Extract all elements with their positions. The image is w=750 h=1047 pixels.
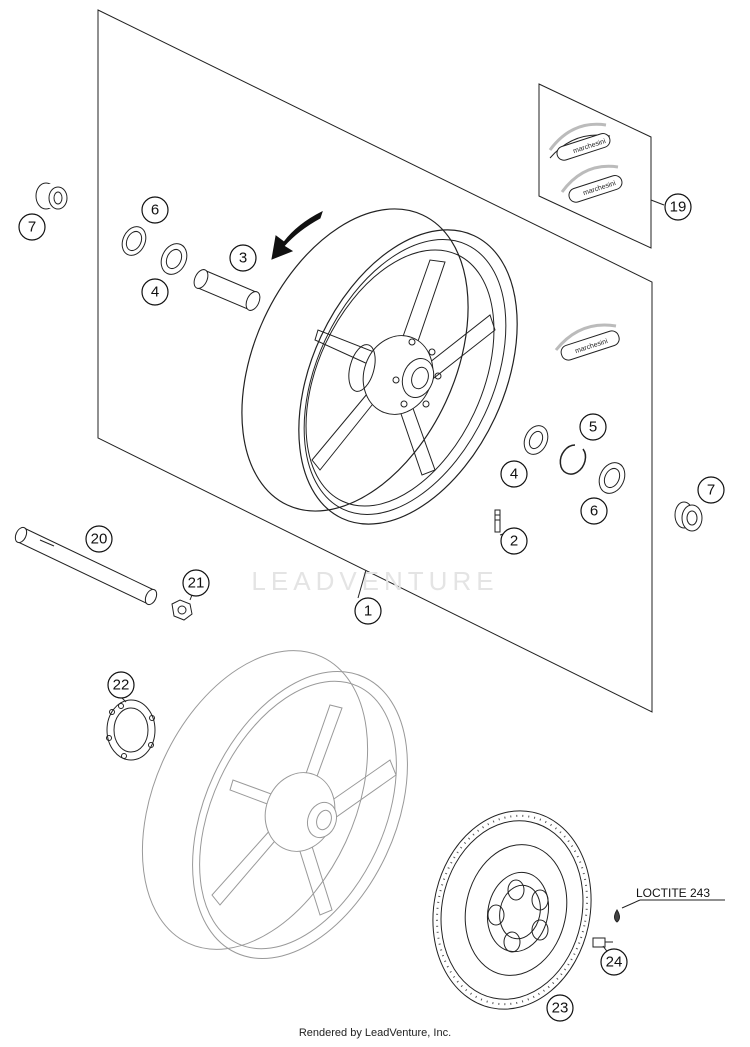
callout-5[interactable]: 5	[579, 413, 607, 441]
callout-23[interactable]: 23	[546, 994, 574, 1022]
speedometer-drive	[106, 699, 156, 761]
callout-20-label: 20	[91, 531, 108, 548]
callout-22[interactable]: 22	[107, 671, 135, 699]
callout-23-label: 23	[552, 1000, 569, 1017]
callout-4a-label: 4	[151, 284, 159, 301]
callout-7a-label: 7	[28, 219, 36, 236]
callout-20[interactable]: 20	[85, 525, 113, 553]
callout-4a[interactable]: 4	[141, 278, 169, 306]
circlip	[559, 444, 587, 475]
wheel-spindle	[14, 526, 158, 606]
spacer-bushing-right	[674, 501, 703, 532]
callout-19[interactable]: 19	[664, 193, 692, 221]
callout-6a[interactable]: 6	[141, 196, 169, 224]
axle-nut	[171, 599, 193, 621]
callout-2-label: 2	[510, 533, 518, 550]
callout-24-label: 24	[606, 954, 623, 971]
callouts: 1 2 3 4 4 5 6 6 7 7 19 20 21 22 23 24	[18, 193, 725, 1022]
rim-decal: marchesini	[554, 323, 620, 361]
callout-6b-label: 6	[590, 503, 598, 520]
callout-3[interactable]: 3	[229, 244, 257, 272]
loctite-label: LOCTITE 243	[636, 886, 710, 900]
brake-disc	[432, 810, 592, 1010]
callout-19-label: 19	[670, 199, 687, 216]
rotation-arrow	[271, 211, 323, 260]
footer-credit: Rendered by LeadVenture, Inc.	[298, 1027, 452, 1039]
decal-sheet-panel	[538, 83, 652, 249]
callout-7b[interactable]: 7	[697, 476, 725, 504]
front-wheel-lower	[141, 650, 408, 959]
loctite-drop-icon	[614, 909, 620, 923]
callout-22-label: 22	[113, 677, 130, 694]
decal-sheet: marchesini marchesini	[548, 122, 623, 203]
callout-7a[interactable]: 7	[18, 213, 46, 241]
callout-1-label: 1	[364, 603, 372, 620]
callout-4b[interactable]: 4	[500, 460, 528, 488]
front-wheel-upper	[241, 208, 518, 525]
callout-4b-label: 4	[510, 466, 518, 483]
callout-5-label: 5	[589, 419, 597, 436]
bearing-left	[160, 243, 188, 275]
disc-screw	[592, 937, 613, 948]
bearing-right	[523, 425, 549, 455]
callout-2[interactable]: 2	[500, 527, 528, 555]
callout-21[interactable]: 21	[182, 569, 210, 597]
callout-21-label: 21	[188, 575, 205, 592]
callout-3-label: 3	[239, 250, 247, 267]
spacer-bushing-left	[35, 182, 68, 210]
callout-6b[interactable]: 6	[580, 497, 608, 525]
callout-24[interactable]: 24	[600, 948, 628, 976]
callout-7b-label: 7	[707, 482, 715, 499]
assembly-panel	[97, 9, 653, 713]
distance-tube	[193, 269, 261, 311]
tire-valve	[494, 509, 501, 533]
watermark: LEADVENTURE	[251, 566, 498, 596]
shaft-seal-left	[121, 226, 147, 256]
callout-1[interactable]: 1	[354, 597, 382, 625]
callout-6a-label: 6	[151, 202, 159, 219]
shaft-seal-right	[598, 462, 626, 494]
